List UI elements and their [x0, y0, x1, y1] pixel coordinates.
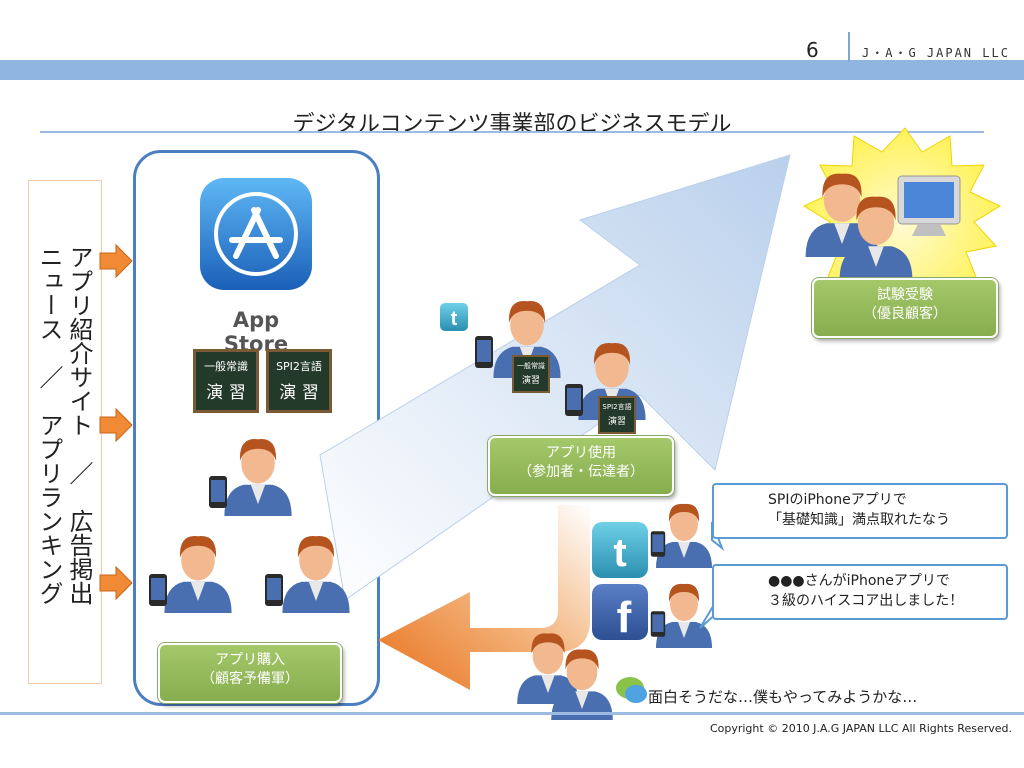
user-buyer-1 [164, 535, 232, 613]
chalkboard-spi: SPI2言語 演 習 [266, 349, 332, 413]
footer-line [0, 712, 1024, 715]
label-app-purchase: アプリ購入 （顧客予備軍） [158, 643, 342, 703]
chalkboard-small: SPI2言語 演習 [598, 396, 636, 434]
viewer-comment: 面白そうだな…僕もやってみようかな… [648, 688, 918, 706]
company-name: J・A・G JAPAN LLC [862, 46, 1010, 60]
chat-bubble-icon [616, 677, 647, 703]
phone-icon [209, 476, 227, 508]
svg-text:t: t [613, 531, 626, 575]
phone-icon [265, 574, 283, 606]
monitor-icon [897, 175, 961, 236]
twitter-icon: t [592, 522, 648, 578]
phone-icon [475, 336, 493, 368]
channel-text-line1: アプリ紹介サイト ／ 広告掲出 [65, 245, 93, 605]
header-divider [848, 32, 850, 62]
chalkboard-small: 一般常識 演習 [512, 355, 550, 393]
twitter-icon: t [440, 303, 468, 331]
copyright: Copyright © 2010 J.A.G JAPAN LLC All Rig… [709, 722, 1012, 735]
channel-text-box: アプリ紹介サイト ／ 広告掲出 ニュース ／ アプリランキング [28, 180, 102, 684]
header-band [0, 60, 1024, 80]
chalkboard-general: 一般常識 演 習 [193, 349, 259, 413]
facebook-bubble: ●●●さんがiPhoneアプリで ３級のハイスコア出しました！ [712, 564, 1008, 620]
title-underline [40, 131, 984, 133]
svg-text:t: t [451, 308, 458, 330]
page-number: 6 [806, 38, 819, 62]
app-store-icon [200, 178, 312, 290]
label-exam: 試験受験 （優良顧客） [812, 278, 998, 338]
channel-arrows [99, 243, 133, 601]
channel-text-line2: ニュース ／ アプリランキング [35, 245, 63, 605]
facebook-icon: f [592, 584, 648, 642]
svg-text:f: f [617, 593, 632, 642]
phone-icon [149, 574, 167, 606]
user-exam [224, 438, 292, 516]
phone-icon [650, 611, 666, 637]
phone-icon [650, 531, 666, 557]
phone-icon [565, 384, 583, 416]
label-app-use: アプリ使用 （参加者・伝達者） [488, 436, 674, 496]
twitter-bubble: SPIのiPhoneアプリで 「基礎知識」満点取れたなう [712, 483, 1008, 539]
